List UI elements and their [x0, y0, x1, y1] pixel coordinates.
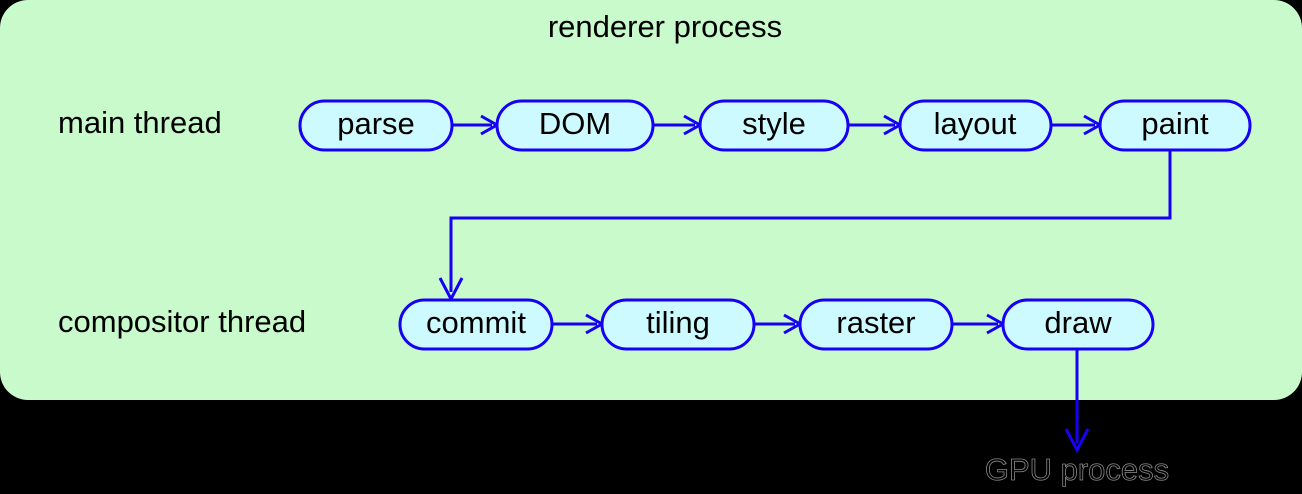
node-paint[interactable]: paint	[1098, 99, 1252, 152]
node-layout[interactable]: layout	[898, 99, 1053, 152]
page-title: renderer process	[548, 9, 782, 44]
node-draw[interactable]: draw	[1001, 298, 1155, 351]
node-paint-shape[interactable]	[1098, 99, 1252, 152]
node-paint-label: paint	[1141, 106, 1209, 141]
node-tiling-label: tiling	[646, 305, 710, 340]
node-layout-label: layout	[934, 106, 1017, 141]
node-layout-shape[interactable]	[898, 99, 1053, 152]
node-tiling[interactable]: tiling	[600, 298, 756, 351]
node-dom-shape[interactable]	[495, 99, 655, 152]
node-commit[interactable]: commit	[398, 298, 554, 351]
node-raster-shape[interactable]	[798, 298, 954, 351]
lane-label-compositor-thread: compositor thread	[58, 304, 306, 339]
node-parse-label: parse	[337, 106, 415, 141]
gpu-process-label: GPU process	[985, 452, 1169, 487]
node-raster[interactable]: raster	[798, 298, 954, 351]
node-style-shape[interactable]	[698, 99, 850, 152]
node-style[interactable]: style	[698, 99, 850, 152]
node-draw-shape[interactable]	[1001, 298, 1155, 351]
node-parse[interactable]: parse	[298, 99, 454, 152]
node-style-label: style	[742, 106, 806, 141]
node-commit-label: commit	[426, 305, 526, 340]
node-commit-shape[interactable]	[398, 298, 554, 351]
node-parse-shape[interactable]	[298, 99, 454, 152]
node-raster-label: raster	[836, 305, 915, 340]
node-tiling-shape[interactable]	[600, 298, 756, 351]
node-dom[interactable]: DOM	[495, 99, 655, 152]
node-dom-label: DOM	[539, 106, 611, 141]
edge-draw-to-gpu-process	[1064, 349, 1090, 454]
arrowhead-icon	[1064, 428, 1090, 454]
lane-label-main-thread: main thread	[58, 105, 222, 140]
node-draw-label: draw	[1044, 305, 1112, 340]
